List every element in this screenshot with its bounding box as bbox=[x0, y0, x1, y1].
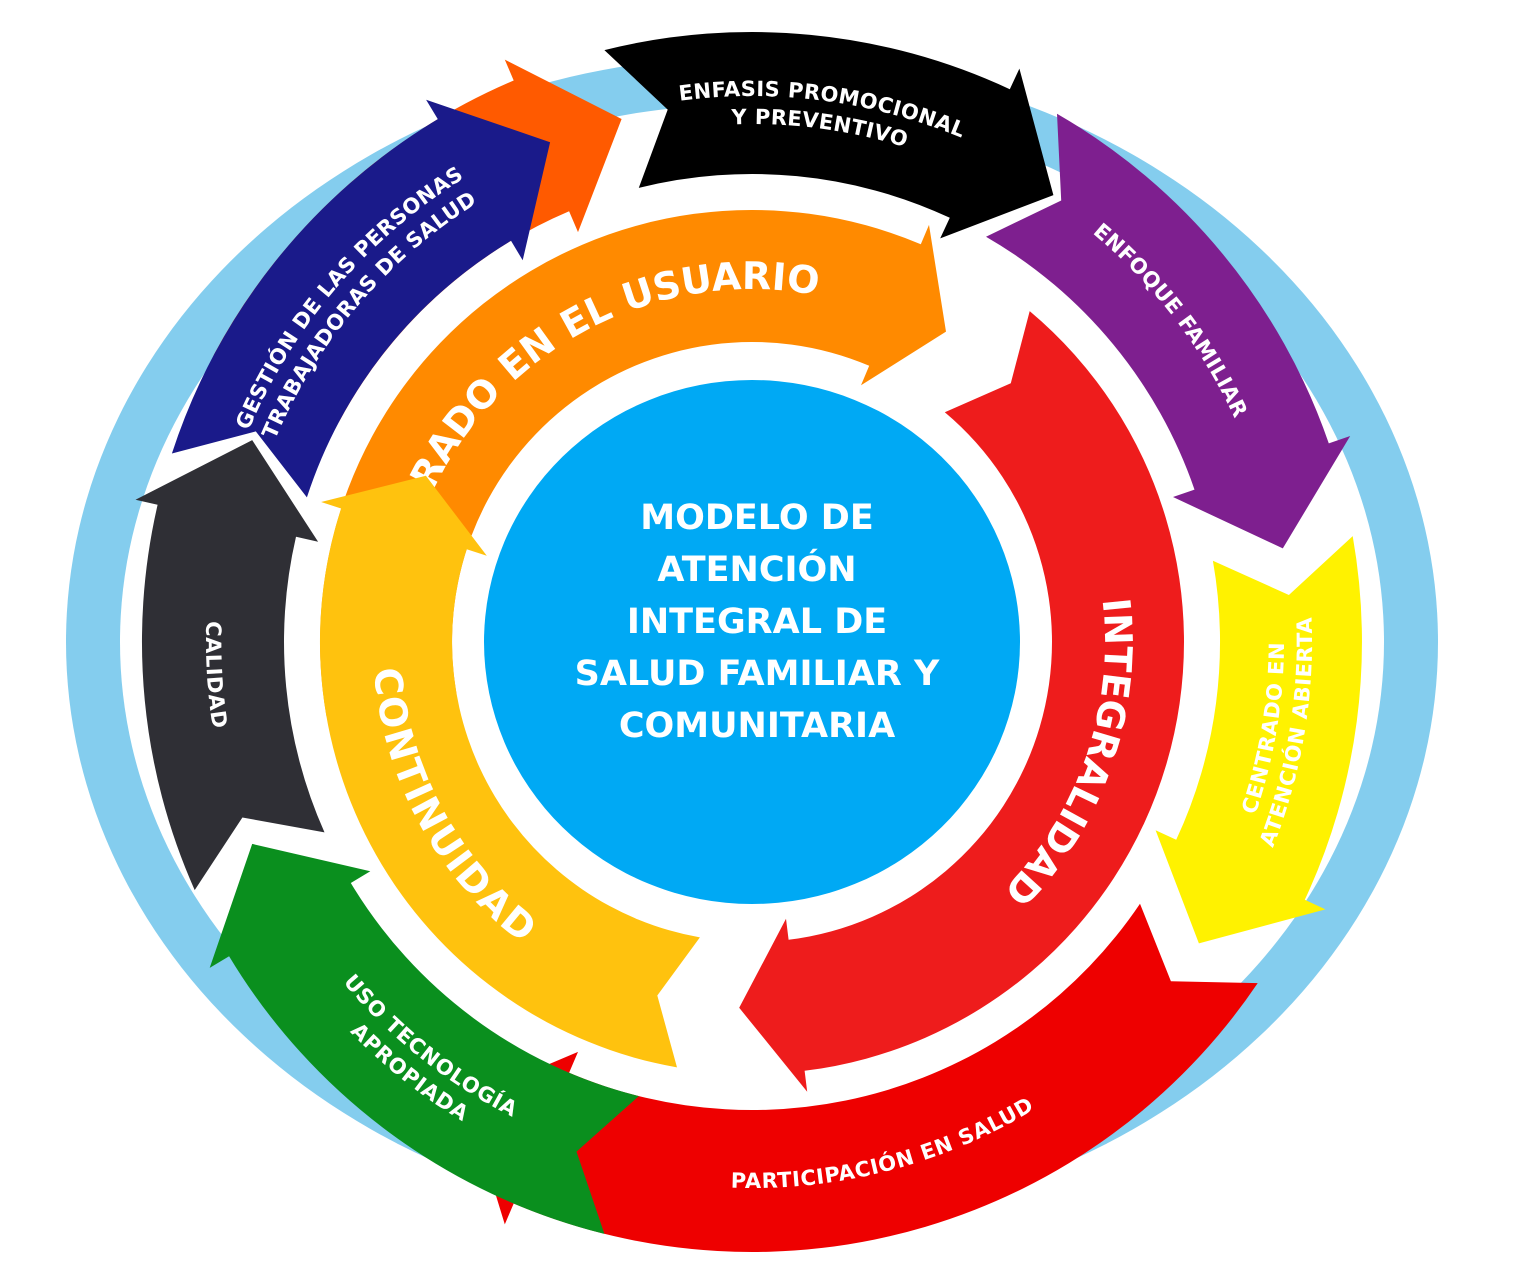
outer-segment-participacion: PARTICIPACIÓN EN SALUD bbox=[466, 903, 1258, 1252]
outer-arrow bbox=[135, 440, 325, 891]
center-title-line: SALUD FAMILIAR Y bbox=[575, 654, 940, 694]
center-title-line: MODELO DE bbox=[640, 498, 874, 538]
inner-arrow bbox=[739, 311, 1184, 1092]
center-title-line: INTEGRAL DE bbox=[627, 602, 887, 642]
outer-arrow bbox=[986, 113, 1351, 549]
inner-arrow bbox=[319, 475, 700, 1068]
center-disc bbox=[484, 380, 1020, 904]
outer-arrow bbox=[604, 31, 1054, 239]
center-title-line: COMUNITARIA bbox=[619, 706, 895, 746]
outer-arrow bbox=[209, 843, 639, 1234]
outer-arrow bbox=[466, 903, 1258, 1252]
outer-segment-calidad: CALIDAD bbox=[135, 440, 325, 891]
center-title: MODELO DE ATENCIÓN INTEGRAL DE SALUD FAMILI… bbox=[575, 498, 940, 746]
outer-arrow bbox=[1155, 536, 1362, 944]
outer-arrow bbox=[171, 99, 551, 498]
inner-arrow bbox=[320, 209, 946, 718]
center-title-line: ATENCIÓN bbox=[657, 548, 856, 590]
